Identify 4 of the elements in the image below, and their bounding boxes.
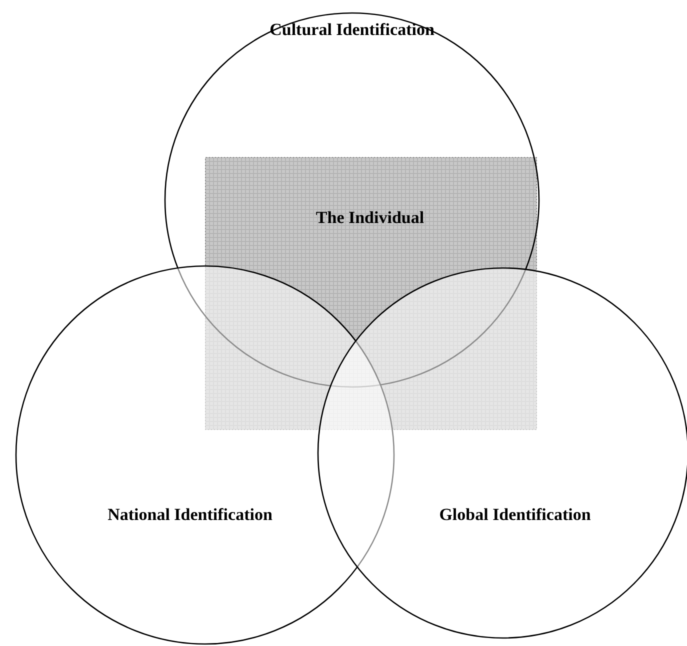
label: National Identification xyxy=(108,505,272,525)
label: Cultural Identification xyxy=(270,20,434,40)
label: The Individual xyxy=(316,208,424,228)
label: Global Identification xyxy=(439,505,591,525)
